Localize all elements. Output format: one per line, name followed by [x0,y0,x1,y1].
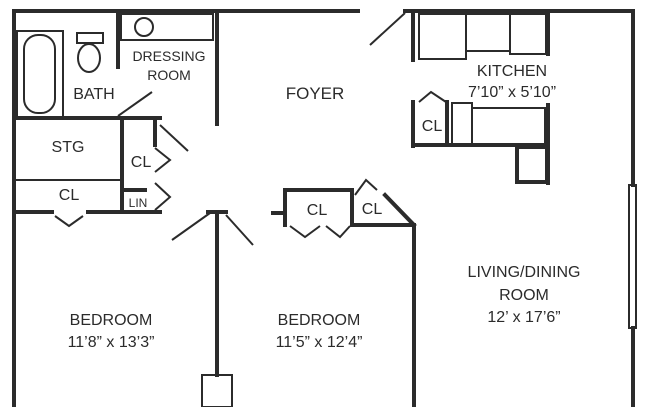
closet-label: CL [307,202,328,219]
kitchen-size: 7’10” x 5’10” [468,84,556,101]
living-label-2: ROOM [499,287,549,304]
toilet-tank-icon [76,32,104,44]
stove-icon [465,13,511,52]
kitchen-label: KITCHEN [477,63,547,80]
living-label-1: LIVING/DINING [468,264,581,281]
kitchen-closet-door [418,90,447,103]
bedroom1-door [171,212,211,241]
fixtures [16,13,637,407]
closet-label: CL [362,201,383,218]
bedroom2-size: 11’5” x 12’4” [276,334,363,351]
closet-label: CL [59,187,80,204]
window [628,184,637,329]
bedroom2-closet-door [289,225,321,239]
closet-label: CL [131,154,152,171]
closet-bifold-door [154,147,172,173]
bedroom-closet-box [201,374,233,407]
bedroom2-door [225,214,254,246]
foyer-label: FOYER [286,84,345,103]
kitchen-counter [418,13,467,60]
closet-label: CL [422,118,443,135]
bathtub-icon [23,34,56,114]
living-size: 12’ x 17’6” [487,309,560,326]
storage-label: STG [52,139,85,156]
bedroom2-closet-door-2 [325,225,351,239]
entry-door [369,12,406,46]
closet-door-peak [354,178,378,196]
bedroom1-size: 11’8” x 13’3” [68,334,155,351]
linen-bifold-door [154,182,172,211]
dressing-door [117,91,153,117]
bedroom1-label: BEDROOM [70,312,153,329]
lower-counter [471,107,546,146]
sink-icon [134,17,154,37]
dressing-label-1: DRESSING [132,48,205,64]
bath-label: BATH [73,86,114,103]
closet-door [159,124,189,152]
dressing-label-2: ROOM [147,67,191,83]
fridge-icon [451,102,473,146]
doors [54,12,449,246]
dressing-counter [120,13,214,41]
bedroom2-label: BEDROOM [278,312,361,329]
bar-counter [515,145,549,184]
linen-label: LIN [129,196,148,210]
tub-enclosure [16,30,64,118]
cl-bifold-door [54,215,84,228]
labels: BATH DRESSING ROOM FOYER KITCHEN 7’10” x… [52,48,581,351]
kitchen-sink-counter [509,13,547,55]
toilet-bowl-icon [77,43,101,73]
walls [12,9,635,407]
